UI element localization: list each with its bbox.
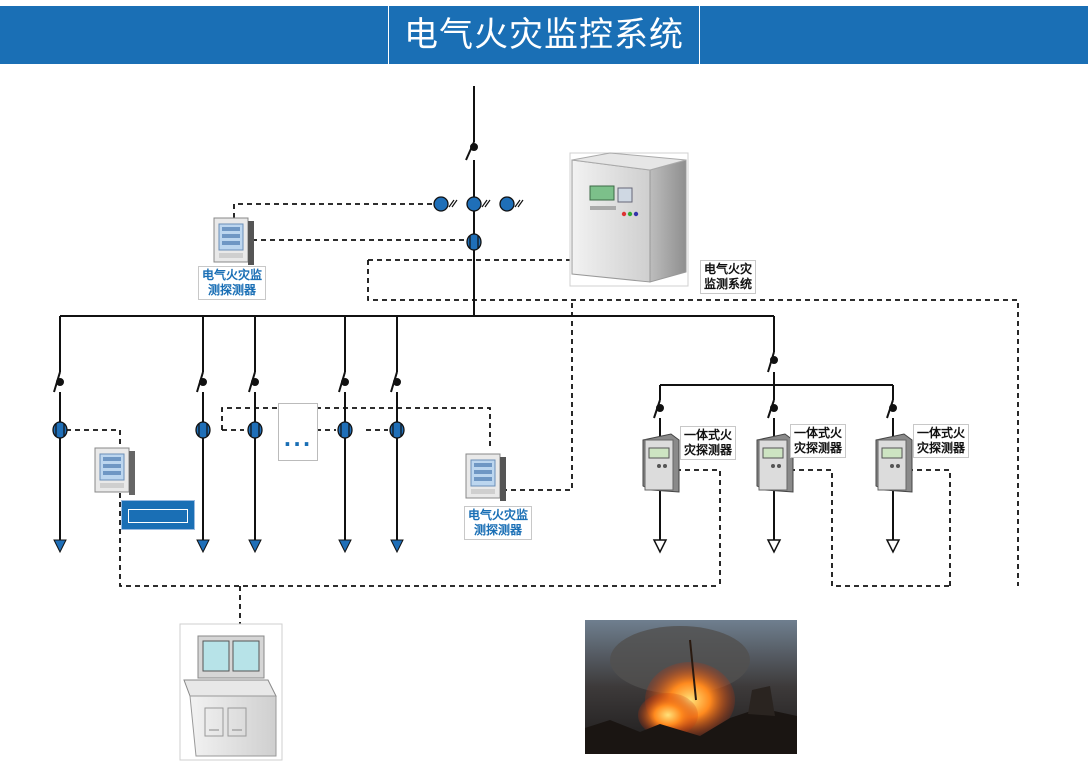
page-title: 电气火灾监控系统	[388, 6, 700, 64]
detector-label-top: 电气火灾监 测探测器	[198, 266, 267, 300]
load-arrow-icon	[53, 539, 404, 554]
integrated-detector-label-2-line2: 灾探测器	[794, 441, 843, 455]
integrated-detector-2	[756, 433, 794, 493]
monitor-system-label: 电气火灾 监测系统	[700, 260, 757, 294]
detector-device-top	[213, 217, 254, 265]
signal-lines	[66, 203, 1019, 624]
operator-console	[179, 623, 283, 761]
ground-arrow-icon	[652, 539, 901, 554]
integrated-detector-label-3: 一体式火 灾探测器	[913, 424, 970, 458]
integrated-detector-label-3-line2: 灾探测器	[917, 441, 966, 455]
integrated-detector-label-1-line2: 灾探测器	[684, 443, 733, 457]
current-transformer-icon	[52, 196, 515, 439]
integrated-detector-label-1: 一体式火 灾探测器	[680, 426, 737, 460]
detector-label-mid-line2: 测探测器	[474, 523, 523, 537]
integrated-detector-label-2: 一体式火 灾探测器	[790, 424, 847, 458]
fire-photo	[585, 620, 797, 754]
integrated-detector-label-1-line1: 一体式火	[684, 428, 733, 442]
monitor-system-label-line2: 监测系统	[704, 277, 753, 291]
label-banner-obscured	[121, 500, 195, 530]
title-bar	[0, 6, 1088, 64]
detector-label-top-line2: 测探测器	[208, 283, 257, 297]
integrated-detector-label-3-line1: 一体式火	[917, 426, 966, 440]
circuit-breaker-icon	[53, 141, 897, 419]
detector-label-mid-line1: 电气火灾监	[468, 508, 529, 522]
monitor-system-label-line1: 电气火灾	[704, 262, 753, 276]
detector-label-top-line1: 电气火灾监	[202, 268, 263, 282]
integrated-detector-1	[642, 433, 680, 493]
more-feeders-ellipsis: ...	[278, 403, 318, 461]
monitoring-host-cabinet	[569, 152, 689, 287]
detector-device-mid	[465, 453, 506, 501]
detector-device-left	[94, 447, 135, 495]
integrated-detector-label-2-line1: 一体式火	[794, 426, 843, 440]
detector-label-mid: 电气火灾监 测探测器	[464, 506, 533, 540]
power-lines	[59, 86, 894, 540]
integrated-detector-3	[875, 433, 913, 493]
